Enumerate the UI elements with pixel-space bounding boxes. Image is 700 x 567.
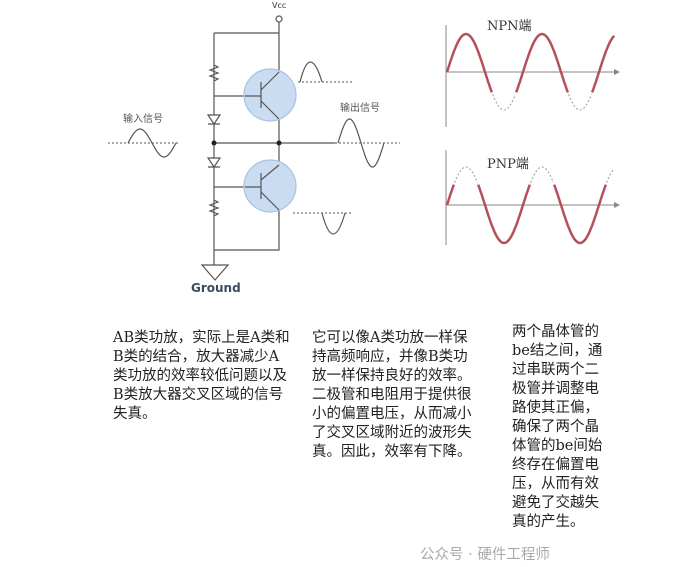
ground-symbol [200, 264, 230, 281]
diode-top [206, 114, 222, 126]
output-junction [276, 140, 282, 146]
pnp-half-wave [321, 212, 346, 235]
ground-label: Ground [191, 281, 241, 295]
paragraph-high-freq: 它可以像A类功放一样保持高频响应，并像B类功放一样保持良好的效率。 [312, 330, 472, 384]
npn-wave-cutoff [492, 94, 592, 111]
watermark: 公众号 · 硬件工程师 [420, 547, 550, 563]
pnp-axes [445, 150, 614, 245]
npn-transistor [243, 68, 297, 122]
vcc-terminal [275, 15, 283, 23]
diode-bottom [206, 157, 222, 169]
pnp-wave-cutoff [454, 166, 615, 183]
npn-half-wave [299, 61, 323, 83]
npn-axes [445, 25, 614, 127]
output-sine [337, 118, 385, 168]
resistor-top [208, 64, 220, 82]
resistor-bottom [208, 199, 220, 217]
vcc-label: Vcc [272, 1, 286, 10]
output-signal-label: 输出信号 [340, 101, 380, 114]
paragraph-ab-class: AB类功放，实际上是A类和B类的结合，放大器减少A类功放的效率较低问题以及B类放… [113, 330, 290, 422]
npn-title: NPN端 [487, 19, 532, 34]
pnp-transistor [243, 159, 297, 213]
input-junction [211, 140, 217, 146]
pnp-wave-conducting [445, 184, 607, 245]
paragraph-diodes: 两个晶体管的be结之间，通过串联两个二极管并调整电路使其正偏，确保了两个晶体管的… [512, 324, 603, 530]
column-2: 它可以像A类功放一样保持高频响应，并像B类功放一样保持良好的效率。 二极管和电阻… [312, 329, 472, 462]
input-sine [127, 128, 177, 158]
input-signal-label: 输入信号 [123, 112, 163, 125]
wires [213, 22, 280, 265]
axis-arrows [614, 69, 620, 208]
transistor-symbols [245, 71, 280, 211]
paragraph-bias: 二极管和电阻用于提供很小的偏置电压，从而减小了交叉区域附近的波形失真。因此，效率… [312, 387, 472, 460]
signal-baselines [108, 81, 400, 214]
pnp-title: PNP端 [487, 157, 529, 172]
npn-wave-conducting [445, 32, 616, 93]
